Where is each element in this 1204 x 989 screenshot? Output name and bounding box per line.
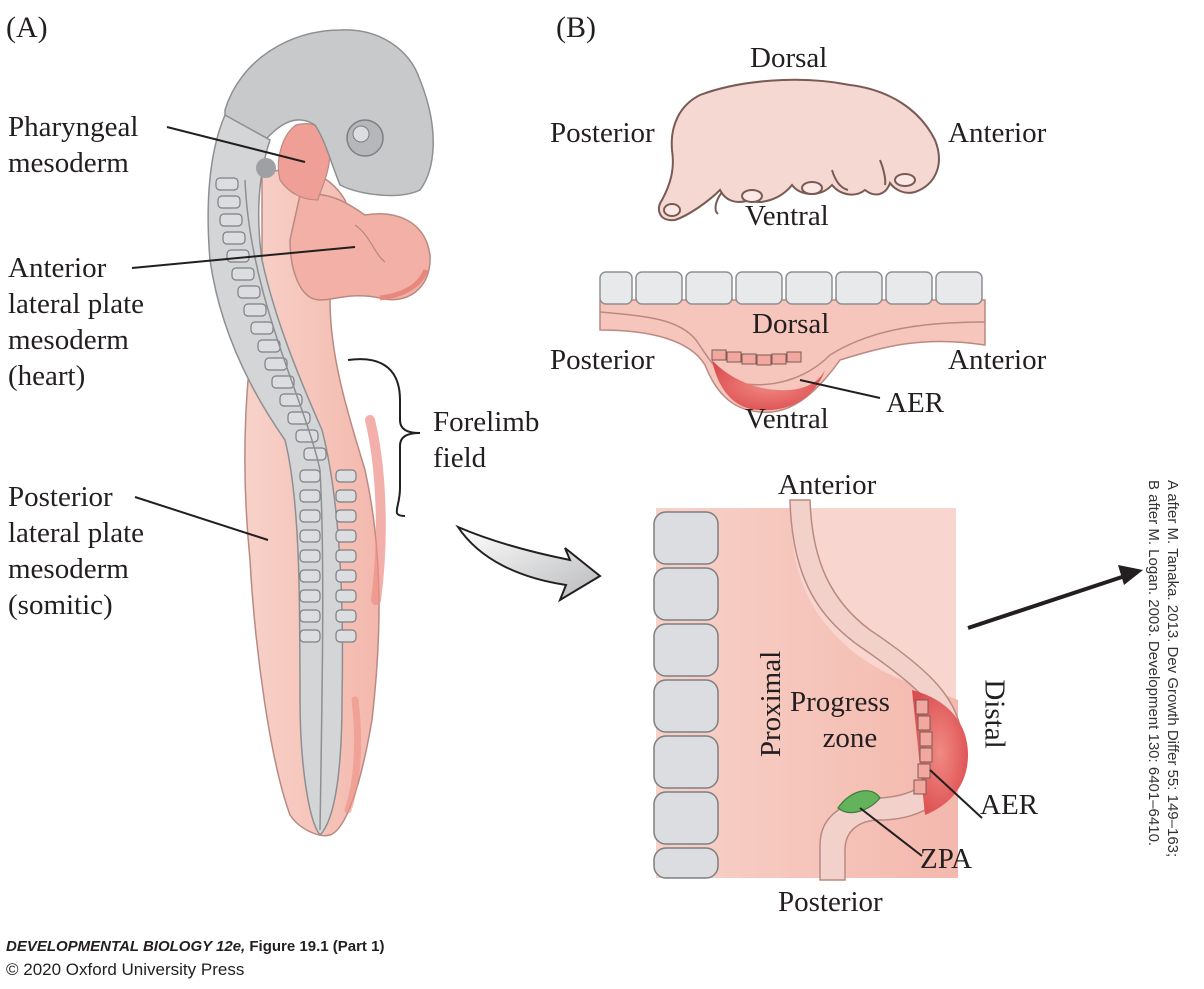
book-credit: DEVELOPMENTAL BIOLOGY 12e, Figure 19.1 (… (6, 938, 385, 955)
somites (215, 177, 357, 643)
bud-aer: AER (980, 789, 1038, 821)
section-ectoderm (599, 271, 983, 305)
transition-arrow (455, 524, 602, 603)
bud-leaders (859, 769, 983, 857)
bud-somites (653, 511, 719, 879)
section-anterior: Anterior (948, 344, 1047, 376)
cross-section-illustration (599, 271, 986, 414)
section-aer: AER (886, 387, 944, 419)
panel-b-label: (B) (556, 11, 596, 44)
section-dorsal: Dorsal (752, 308, 830, 340)
bud-progress-zone: Progress zone (790, 686, 890, 754)
copyright: © 2020 Oxford University Press (6, 960, 245, 979)
continuation-arrow (967, 565, 1143, 630)
bud-zpa: ZPA (920, 843, 973, 875)
bud-distal: Distal (978, 679, 1011, 749)
source-credit: A after M. Tanaka. 2013. Dev Growth Diff… (1145, 480, 1181, 858)
heart-region (289, 193, 431, 301)
bud-anterior: Anterior (778, 469, 877, 501)
bud-posterior: Posterior (778, 886, 883, 918)
panel-a-label: (A) (6, 11, 48, 44)
bud-proximal: Proximal (755, 650, 788, 758)
hand-anterior: Anterior (948, 117, 1047, 149)
section-posterior: Posterior (550, 344, 655, 376)
limb-bud-illustration (653, 499, 968, 881)
hand-dorsal: Dorsal (750, 42, 828, 74)
hand-illustration (657, 78, 940, 222)
embryo-illustration (207, 29, 434, 837)
embryo-head (224, 29, 434, 197)
panel-a-leaders (131, 126, 421, 541)
hand-ventral: Ventral (745, 200, 829, 232)
section-aer-leader (799, 379, 881, 399)
section-ventral: Ventral (745, 403, 829, 435)
hand-posterior: Posterior (550, 117, 655, 149)
